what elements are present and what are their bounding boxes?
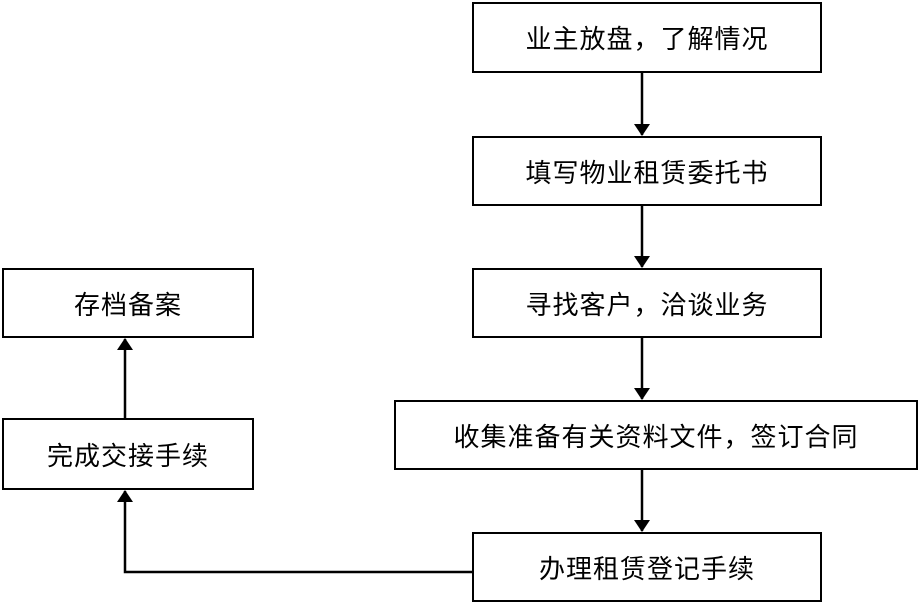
step-find-clients-label: 寻找客户，洽谈业务 <box>525 290 769 321</box>
step-prepare-documents-sign-contract-label: 收集准备有关资料文件，签订合同 <box>453 422 859 453</box>
step-complete-handover: 完成交接手续 <box>2 418 254 490</box>
step-archive: 存档备案 <box>2 268 254 338</box>
step-prepare-documents-sign-contract: 收集准备有关资料文件，签订合同 <box>394 400 918 470</box>
arrow-n5-to-n7 <box>117 490 472 574</box>
step-owner-listing: 业主放盘，了解情况 <box>472 2 822 73</box>
step-sign-lease-mandate: 填写物业租赁委托书 <box>472 136 822 206</box>
step-find-clients: 寻找客户，洽谈业务 <box>472 268 822 338</box>
step-lease-registration-label: 办理租赁登记手续 <box>538 554 755 585</box>
step-lease-registration: 办理租赁登记手续 <box>472 532 822 602</box>
step-complete-handover-label: 完成交接手续 <box>46 441 209 472</box>
step-archive-label: 存档备案 <box>73 290 182 321</box>
step-sign-lease-mandate-label: 填写物业租赁委托书 <box>525 158 769 189</box>
step-owner-listing-label: 业主放盘，了解情况 <box>525 25 769 55</box>
